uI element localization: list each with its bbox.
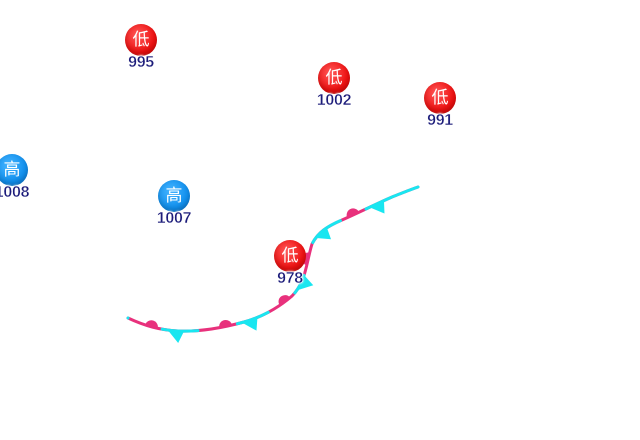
high-pressure-icon: 高 — [158, 180, 190, 212]
cold-front-triangle — [297, 275, 314, 291]
high-pressure-icon: 高 — [0, 154, 28, 186]
warm-front-semicircle — [145, 320, 158, 329]
high-pressure-center: 高 1008 — [0, 154, 42, 202]
front-line-cold — [126, 185, 420, 333]
warm-front-semicircle — [278, 295, 291, 306]
cold-front-triangle — [314, 227, 332, 240]
low-pressure-center: 低 991 — [410, 82, 470, 130]
low-pressure-icon: 低 — [274, 240, 306, 272]
pressure-label: 1002 — [316, 92, 352, 109]
center-symbol: 高 — [3, 159, 21, 180]
high-pressure-center: 高 1007 — [144, 180, 204, 228]
cold-front-triangle — [168, 330, 184, 344]
center-symbol: 低 — [325, 67, 343, 88]
cold-front-triangle — [369, 200, 385, 214]
warm-front-semicircle — [219, 320, 233, 328]
center-symbol: 高 — [165, 185, 183, 206]
center-symbol: 低 — [281, 245, 299, 266]
low-pressure-icon: 低 — [424, 82, 456, 114]
occluded-front — [126, 185, 420, 333]
center-symbol: 低 — [132, 29, 150, 50]
warm-front-semicircle — [346, 208, 360, 218]
pressure-label: 978 — [277, 270, 303, 287]
pressure-label: 1008 — [0, 184, 30, 201]
pressure-label: 991 — [427, 112, 453, 129]
center-symbol: 低 — [431, 87, 449, 108]
low-pressure-icon: 低 — [318, 62, 350, 94]
low-pressure-center: 低 1002 — [304, 62, 364, 110]
pressure-label: 995 — [128, 54, 154, 71]
low-pressure-center: 低 995 — [111, 24, 171, 72]
low-pressure-center: 低 978 — [260, 240, 320, 288]
front-symbols — [145, 200, 385, 344]
low-pressure-icon: 低 — [125, 24, 157, 56]
pressure-label: 1007 — [156, 210, 192, 227]
cold-front-triangle — [242, 317, 258, 331]
